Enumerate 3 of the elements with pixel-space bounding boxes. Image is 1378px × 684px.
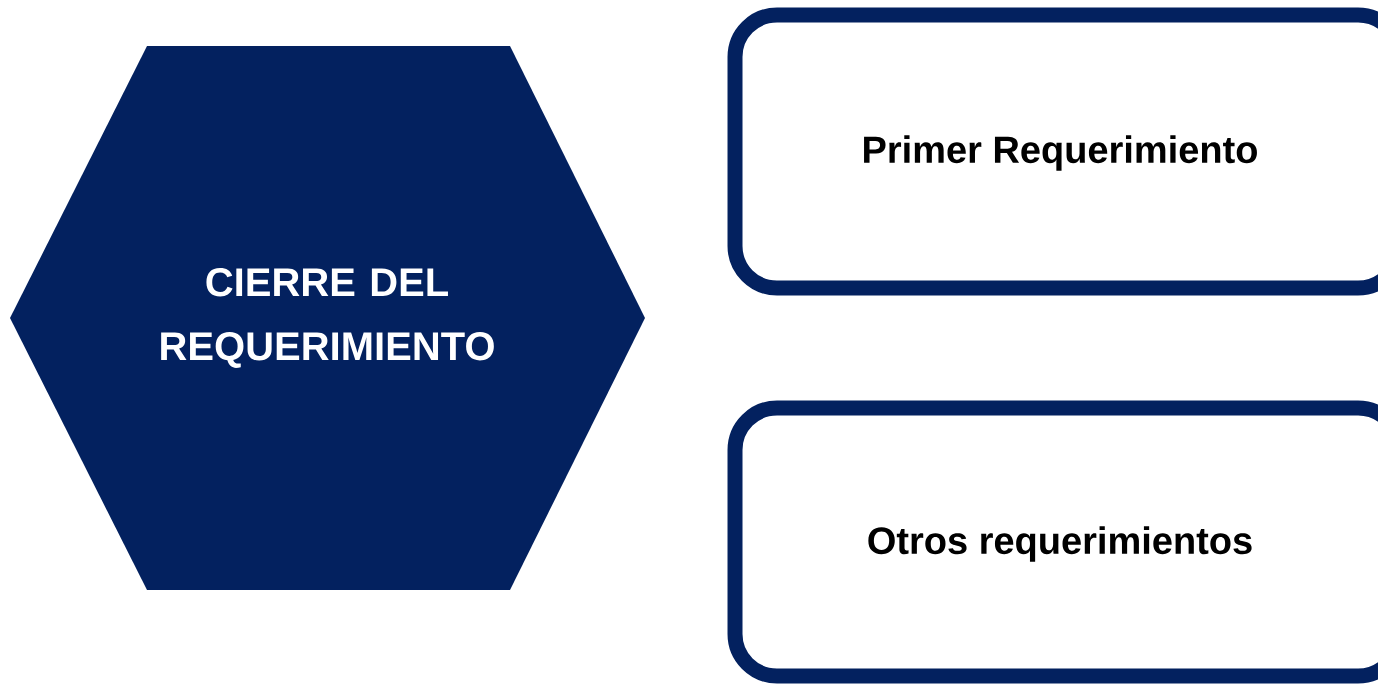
rounded-box: Otros requerimientos [727,400,1378,684]
rounded-box: Primer Requerimiento [727,7,1378,296]
hexagon: CIERRE DEL REQUERIMIENTO [10,46,645,590]
